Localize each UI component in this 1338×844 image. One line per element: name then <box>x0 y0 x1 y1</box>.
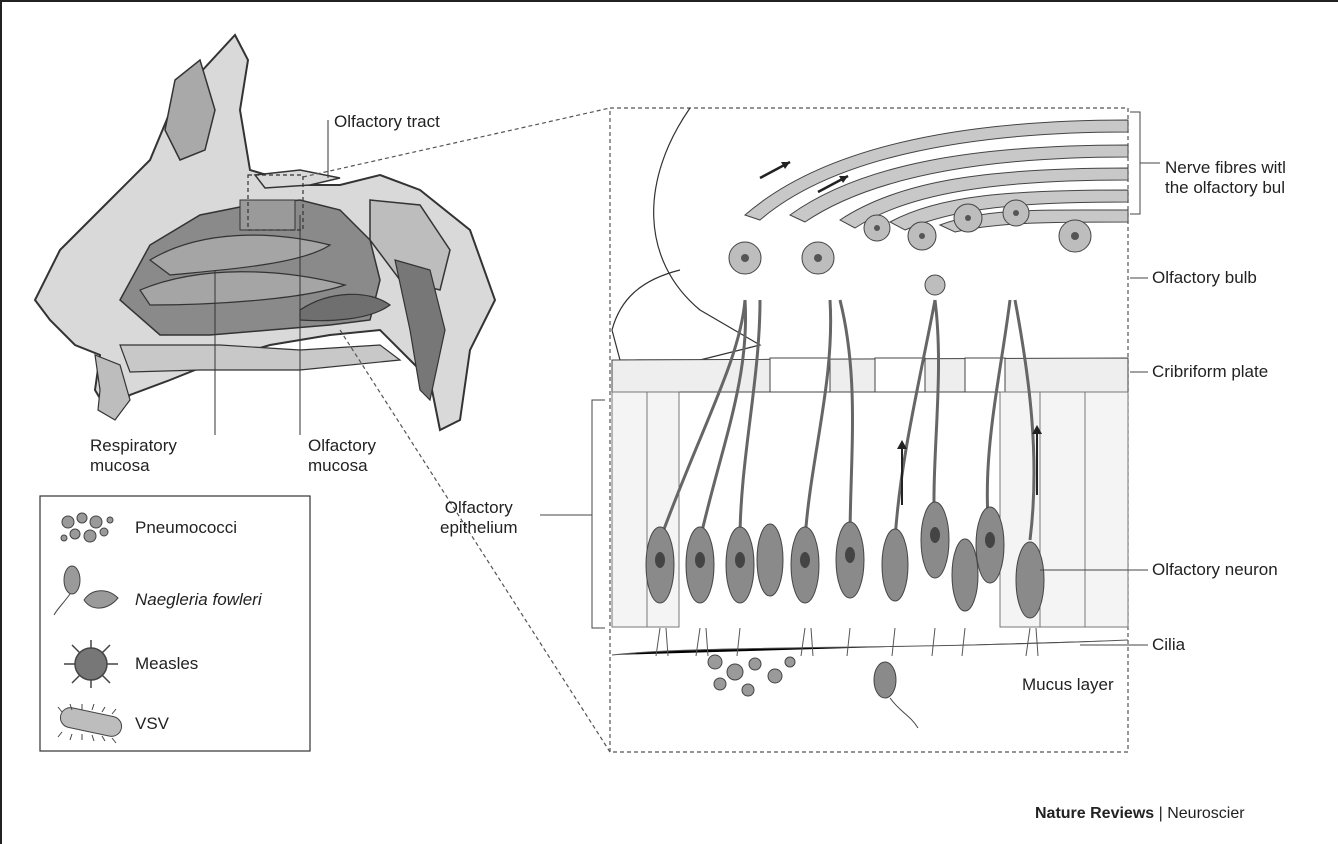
label-mucus-layer: Mucus layer <box>1022 675 1114 695</box>
label-olfactory-epithelium: Olfactory epithelium <box>440 498 518 538</box>
label-nerve-fibres: Nerve fibres witl the olfactory bul <box>1165 158 1286 198</box>
legend-label-naegleria: Naegleria fowleri <box>135 590 262 610</box>
credit-journal: Nature Reviews <box>1035 805 1154 822</box>
magnified-epithelium-illustration <box>540 108 1160 752</box>
label-cribriform-plate: Cribriform plate <box>1152 362 1268 382</box>
label-olfactory-bulb: Olfactory bulb <box>1152 268 1257 288</box>
legend-label-pneumococci: Pneumococci <box>135 518 237 538</box>
legend-label-measles: Measles <box>135 654 198 674</box>
legend-label-vsv: VSV <box>135 714 169 734</box>
credit-separator: | <box>1154 805 1167 822</box>
label-respiratory-mucosa: Respiratory mucosa <box>90 436 177 476</box>
label-olfactory-mucosa: Olfactory mucosa <box>308 436 376 476</box>
credit-section: Neuroscier <box>1167 805 1244 822</box>
figure-credit: Nature Reviews | Neuroscier <box>1035 805 1245 823</box>
label-cilia: Cilia <box>1152 635 1185 655</box>
label-olfactory-neuron: Olfactory neuron <box>1152 560 1278 580</box>
label-olfactory-tract: Olfactory tract <box>334 112 440 132</box>
